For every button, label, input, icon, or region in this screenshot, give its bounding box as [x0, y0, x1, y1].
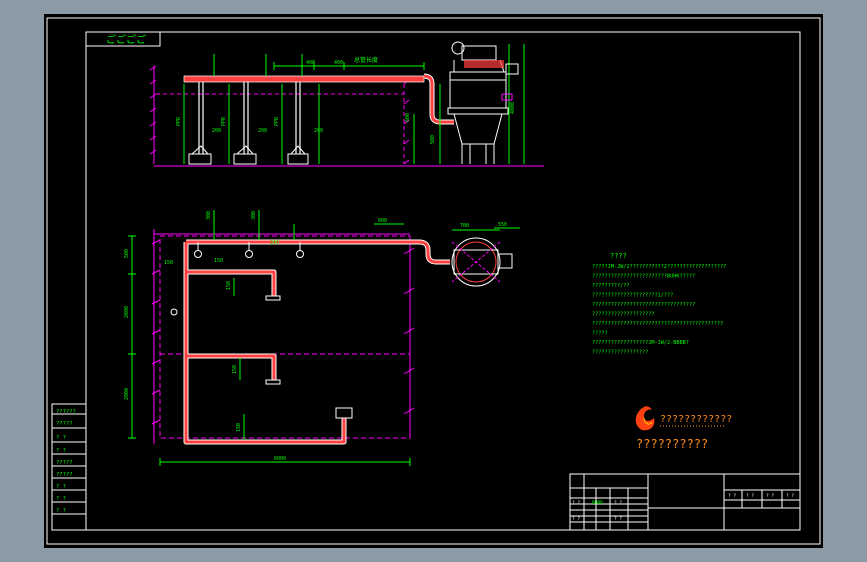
- plan-view: 500 2000 2000 6000 300 300 200 150 150 150…: [124, 210, 520, 466]
- svg-text:150: 150: [232, 365, 238, 374]
- left-column-table: [51, 403, 87, 531]
- svg-text:BUBB: BUBB: [592, 500, 603, 506]
- left-column-label: ?????: [56, 472, 73, 478]
- note-line: ?????????/??: [592, 283, 629, 289]
- svg-text:400: 400: [306, 60, 315, 66]
- elevation-view: PPR PPR PPR 200 200 200 400 400 总管长度 600 50…: [149, 41, 544, 167]
- svg-text:150: 150: [164, 260, 173, 266]
- title-tag-text: ごごごご: [106, 33, 146, 46]
- title-block-label: ? ?: [614, 500, 622, 506]
- notes-block: ???? ?????JM-JW/2???????????2???????????…: [592, 252, 726, 356]
- note-line: ?????????????????????1/???: [592, 293, 673, 299]
- logo-emblem: [635, 406, 655, 431]
- note-line: ????????????????????????BUHK?????: [592, 274, 695, 280]
- svg-text:700: 700: [460, 223, 469, 229]
- main-pipe-elev: [183, 75, 425, 83]
- note-line: ??????????????????: [592, 350, 648, 356]
- svg-text:4000: 4000: [510, 102, 516, 114]
- left-column-label: ? ?: [56, 496, 66, 502]
- title-block: [569, 473, 801, 531]
- svg-text:150: 150: [226, 281, 232, 290]
- title-block-label: ? ?: [728, 493, 736, 499]
- notes-title: ????: [610, 252, 627, 260]
- title-block-label: ? ?: [572, 500, 580, 506]
- svg-text:6000: 6000: [274, 456, 286, 462]
- cad-drawing: ごごごご ???????????? ?? ???????????? ?? ?? …: [46, 17, 821, 545]
- title-tag-box: [85, 31, 161, 47]
- svg-text:300: 300: [251, 211, 257, 220]
- svg-text:PPR: PPR: [176, 116, 182, 126]
- title-block-labels: ? ? ? ? ? ? ? ? ? ? ? ? ? ? ? ?: [572, 493, 794, 522]
- svg-text:500: 500: [124, 249, 130, 258]
- note-line: ??????????????????JM-JW/2-BBBB?: [592, 340, 689, 346]
- svg-text:600: 600: [405, 113, 411, 122]
- svg-text:PPR: PPR: [274, 116, 280, 126]
- svg-text:400: 400: [334, 60, 343, 66]
- drawing-viewport[interactable]: ごごごご ???????????? ?? ???????????? ?? ?? …: [44, 14, 823, 548]
- note-line: ?????JM-JW/2???????????2????????????????…: [592, 264, 726, 270]
- svg-text:300: 300: [206, 211, 212, 220]
- title-block-label: ? ?: [786, 493, 794, 499]
- svg-text:2000: 2000: [124, 388, 130, 400]
- svg-text:500: 500: [430, 135, 436, 144]
- inner-frame: [85, 31, 801, 531]
- title-block-label: ? ?: [572, 516, 580, 522]
- svg-text:200: 200: [270, 240, 279, 246]
- svg-text:550: 550: [498, 222, 507, 228]
- outer-frame: [46, 17, 821, 545]
- svg-text:600: 600: [378, 218, 387, 224]
- note-line: ????????????????????????????????????????…: [592, 321, 723, 327]
- left-column-label: ?????: [56, 460, 73, 466]
- svg-text:200: 200: [314, 128, 323, 134]
- left-column-label: ? ?: [56, 435, 66, 441]
- svg-text:PPR: PPR: [221, 116, 227, 126]
- title-block-label: ? ?: [746, 493, 754, 499]
- left-column-label: ? ?: [56, 484, 66, 490]
- svg-text:2000: 2000: [124, 306, 130, 318]
- note-line: ?????????????????????????????????: [592, 302, 695, 308]
- dust-collector-plan: [451, 237, 513, 287]
- left-column-label: ? ?: [56, 508, 66, 514]
- left-column-labels: ??????????? ? ? ? ??????????? ? ? ? ? ? ?: [56, 409, 76, 514]
- svg-text:200: 200: [212, 128, 221, 134]
- svg-text:200: 200: [258, 128, 267, 134]
- left-column-label: ?????: [56, 421, 73, 427]
- logo-line2: ??????????: [636, 437, 708, 451]
- logo-line1: ????????????: [660, 414, 732, 425]
- title-block-label: ? ?: [766, 493, 774, 499]
- left-column-label: ? ?: [56, 448, 66, 454]
- company-logo: ???????????? ??????????: [635, 406, 732, 451]
- note-line: ?????: [592, 331, 608, 337]
- note-line: ????????????????????: [592, 312, 654, 318]
- title-block-label: ? ?: [614, 516, 622, 522]
- left-column-label: ??????: [56, 409, 76, 415]
- svg-text:150: 150: [214, 258, 223, 264]
- svg-text:150: 150: [236, 423, 242, 432]
- dim-pipe-length: 总管长度: [354, 56, 378, 64]
